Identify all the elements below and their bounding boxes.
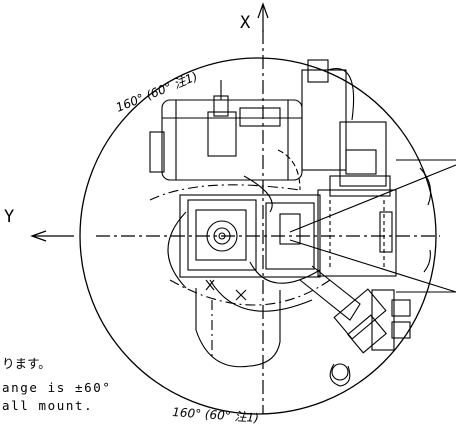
upper-angle-label: 160° (60° 注1)	[114, 69, 200, 115]
y-axis-label: Y	[4, 207, 14, 227]
lower-angle-label: 160° (60° 注1)	[172, 405, 260, 425]
range-limit-lines	[289, 159, 457, 293]
robot-body	[149, 59, 411, 387]
motion-range-circle	[79, 57, 437, 415]
x-axis	[257, 2, 269, 414]
note-line-3: all mount.	[2, 398, 93, 413]
note-line-1: ります。	[2, 356, 51, 371]
x-axis-label: X	[240, 13, 251, 33]
note-line-2: ange is ±60°	[2, 380, 112, 395]
y-axis	[30, 230, 440, 242]
